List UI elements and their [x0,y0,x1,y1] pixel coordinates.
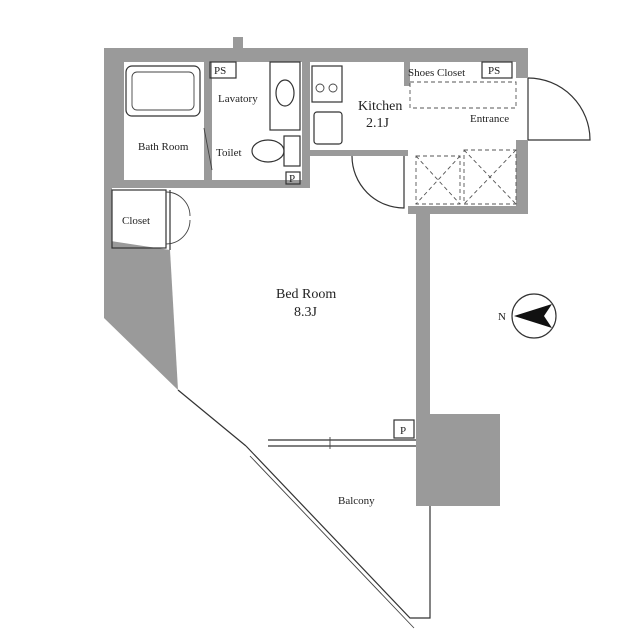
lavatory-sink [275,79,295,107]
shoes-closet-area [409,81,517,109]
compass-needle-icon [514,304,552,328]
label-toilet: Toilet [216,147,242,159]
wall-top-stub [233,37,243,51]
label-bath-room: Bath Room [138,141,189,153]
wall-kitchen-bottom [308,150,408,156]
label-p-2: P [400,425,406,437]
wall-right-upper [516,48,528,78]
entrance-door-swing [527,77,591,141]
p-box-1 [285,171,301,185]
wall-left-closet [104,184,112,250]
wall-wet-bottom [112,180,308,188]
label-ps-2: PS [488,65,500,77]
burner-2 [328,83,338,93]
label-kitchen: Kitchen [358,99,402,114]
entrance-tile-1 [415,155,461,205]
bedroom-door-swing [351,155,405,209]
bathtub [125,65,201,117]
entrance-tile-2-x2 [463,149,517,205]
pillar-bottom-right [416,414,500,506]
entrance-tile-2 [463,149,517,205]
wall-left-diagonal [104,240,178,390]
wall-top [104,48,528,62]
compass-circle [511,293,557,339]
wall-shoes-left [404,62,410,86]
toilet-bowl [251,139,285,163]
fixtures [111,61,591,629]
walls [104,37,528,506]
label-bed-room-size: 8.3J [294,305,318,320]
lavatory-counter [269,61,301,131]
label-entrance: Entrance [470,113,509,125]
label-ps-1: PS [214,65,226,77]
wall-bath-right [204,62,212,186]
closet-box [111,189,167,249]
kitchen-sink [313,111,343,145]
bathtub-inner [131,71,195,111]
stove [311,65,343,103]
wall-toilet-right [302,62,310,188]
label-closet: Closet [122,215,150,227]
entrance-tile-1-x1 [415,155,461,205]
ps-box-1 [209,61,237,79]
ps-box-2 [481,61,513,79]
wall-bedroom-right [416,206,430,416]
p-box-2 [393,419,415,439]
balcony-outline [245,445,431,619]
wall-right-mid [516,140,528,212]
compass-north-label: N [498,311,506,323]
bath-door [203,127,213,171]
toilet-tank [283,135,301,167]
wall-left-upper [104,48,124,184]
wall-entrance-bottom [408,206,528,214]
balcony-rail [249,455,415,629]
label-bed-room: Bed Room [276,287,336,302]
compass: N [498,293,557,339]
label-balcony: Balcony [338,495,375,507]
label-lavatory: Lavatory [218,93,258,105]
entrance-tile-1-x2 [415,155,461,205]
label-p-1: P [289,173,295,185]
label-shoes-closet: Shoes Closet [408,67,465,79]
boundary-diagonal [177,389,247,447]
labels: Bath Room Lavatory Toilet Closet Kitchen… [122,65,509,507]
label-kitchen-size: 2.1J [366,116,390,131]
burner-1 [315,83,325,93]
